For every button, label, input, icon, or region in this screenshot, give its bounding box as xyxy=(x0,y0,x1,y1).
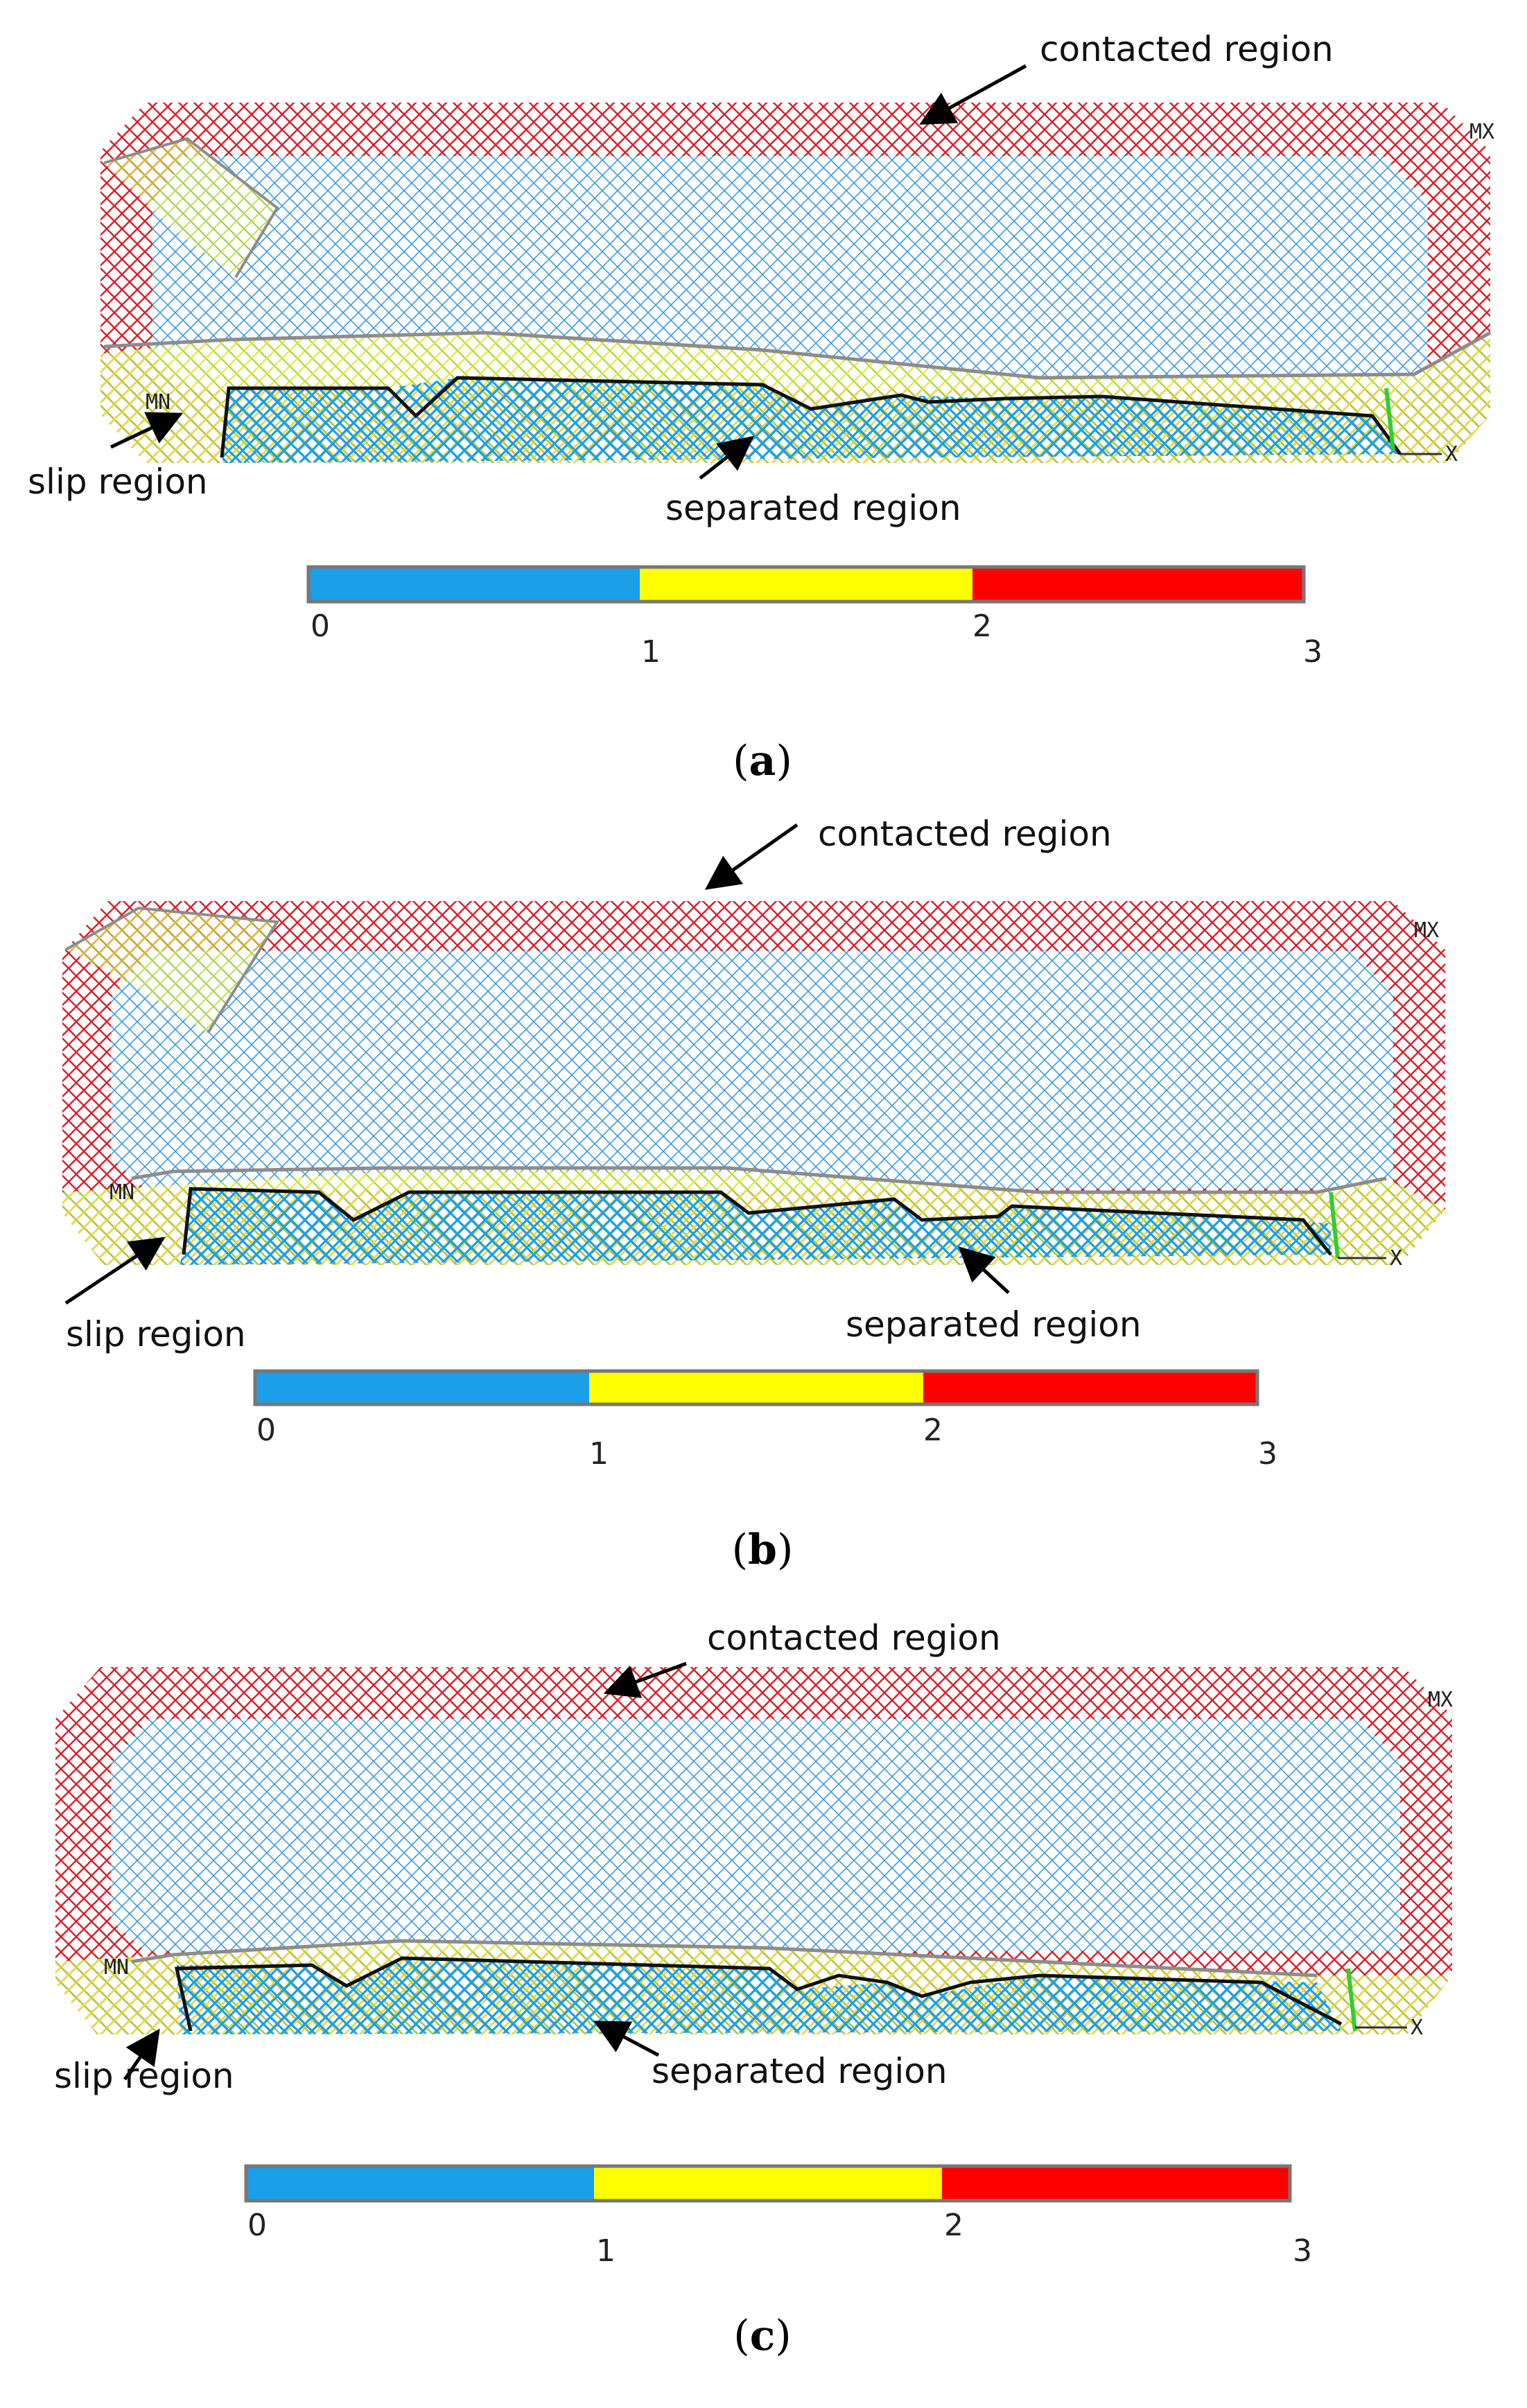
slip-label-a: slip region xyxy=(28,462,208,502)
contact-map-c: MX MN X xyxy=(55,1667,1453,2040)
separated-label-a: separated region xyxy=(665,488,961,528)
mn-label-a: MN xyxy=(146,390,171,415)
slip-label-b: slip region xyxy=(66,1314,246,1354)
slip-arrow-a xyxy=(110,412,184,449)
stick-interior-a xyxy=(152,156,1428,388)
tick-1-c: 1 xyxy=(596,2233,616,2269)
separated-region-a xyxy=(222,378,1400,463)
colorbar-seg-1-b xyxy=(589,1371,923,1404)
x-axis-label-b: X xyxy=(1390,1246,1402,1271)
panel-a: MX MN X contacted region slip region sep… xyxy=(28,29,1494,785)
tick-1-a: 1 xyxy=(641,634,661,670)
caption-a: (a) xyxy=(733,737,792,785)
slip-marker-b xyxy=(1329,1192,1340,1259)
separated-arrow-b xyxy=(958,1246,1010,1294)
mx-label-a: MX xyxy=(1469,120,1494,144)
stick-interior-c xyxy=(111,1719,1400,1951)
contacted-arrow-c xyxy=(603,1661,687,1698)
colorbar-seg-2-a xyxy=(972,567,1304,602)
panel-b: MX MN X contacted region slip region sep… xyxy=(62,814,1445,1574)
contact-map-a: MX MN X xyxy=(101,103,1494,466)
separated-label-c: separated region xyxy=(652,2051,948,2091)
separated-arrow-c xyxy=(593,2021,660,2057)
caption-c: (c) xyxy=(733,2312,791,2360)
slip-boundary-b xyxy=(131,1166,1387,1194)
caption-b: (b) xyxy=(732,1526,794,1574)
x-axis-label-a: X xyxy=(1445,442,1458,466)
slip-marker-c xyxy=(1346,1968,1357,2032)
contacted-arrow-b xyxy=(704,823,799,890)
colorbar-c: 0 1 2 3 xyxy=(244,2164,1312,2269)
mn-label-c: MN xyxy=(104,1955,129,1980)
x-axis-label-c: X xyxy=(1411,2016,1423,2040)
mx-label-c: MX xyxy=(1428,1688,1453,1712)
separation-boundary-c xyxy=(174,1956,1343,2032)
mn-label-b: MN xyxy=(110,1180,134,1205)
colorbar-seg-0-a xyxy=(308,567,640,602)
separated-label-b: separated region xyxy=(846,1305,1142,1345)
tick-0-a: 0 xyxy=(311,609,330,644)
colorbar-seg-1-a xyxy=(640,567,972,602)
colorbar-seg-0-c xyxy=(246,2166,594,2201)
slip-arrow-c xyxy=(123,2028,160,2081)
contacted-label-c: contacted region xyxy=(707,1618,1001,1658)
panel-c: MX MN X contacted region slip region sep… xyxy=(54,1618,1453,2360)
colorbar-a: 0 1 2 3 xyxy=(306,565,1323,670)
tick-2-b: 2 xyxy=(923,1413,943,1448)
tick-2-c: 2 xyxy=(944,2208,963,2243)
slip-label-c: slip region xyxy=(54,2056,234,2096)
colorbar-b: 0 1 2 3 xyxy=(253,1369,1277,1472)
separated-arrow-a xyxy=(699,435,754,480)
colorbar-seg-0-b xyxy=(255,1371,589,1404)
mx-label-b: MX xyxy=(1414,918,1439,943)
colorbar-seg-2-c xyxy=(942,2166,1290,2201)
contacted-label-b: contacted region xyxy=(818,814,1112,854)
separation-boundary-b xyxy=(182,1187,1332,1256)
slip-boundary-c xyxy=(131,1939,1318,1978)
tick-3-b: 3 xyxy=(1258,1436,1277,1472)
tick-2-a: 2 xyxy=(972,609,992,644)
separation-boundary-a xyxy=(220,376,1402,458)
tick-3-c: 3 xyxy=(1293,2233,1312,2269)
slip-arrow-b xyxy=(64,1237,166,1305)
slip-marker-a xyxy=(1384,387,1395,451)
tick-3-a: 3 xyxy=(1303,634,1323,670)
colorbar-seg-2-b xyxy=(923,1371,1257,1404)
contact-map-b: MX MN X xyxy=(62,901,1445,1271)
stick-interior-b xyxy=(111,951,1393,1189)
contacted-label-a: contacted region xyxy=(1040,29,1334,69)
slip-boundary-a xyxy=(103,331,1492,380)
tick-1-b: 1 xyxy=(589,1436,609,1472)
tick-0-b: 0 xyxy=(256,1413,276,1448)
tick-0-c: 0 xyxy=(247,2208,267,2243)
contacted-arrow-a xyxy=(919,64,1027,125)
colorbar-seg-1-c xyxy=(594,2166,942,2201)
